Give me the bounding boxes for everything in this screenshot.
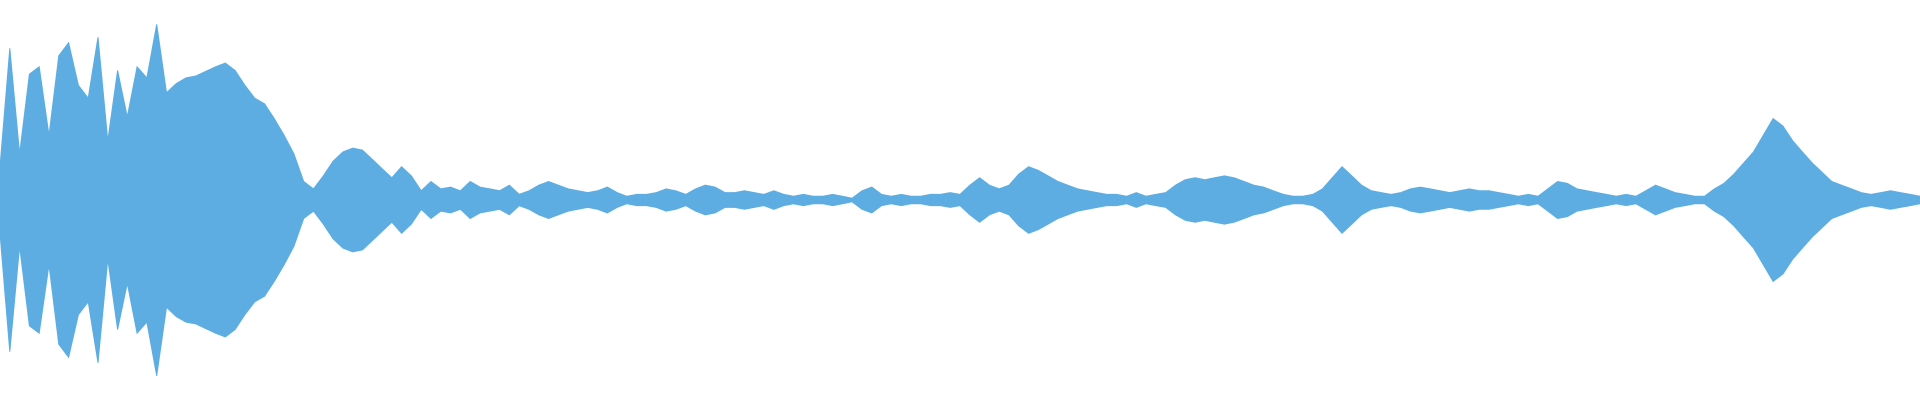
waveform-shape — [0, 24, 1920, 376]
